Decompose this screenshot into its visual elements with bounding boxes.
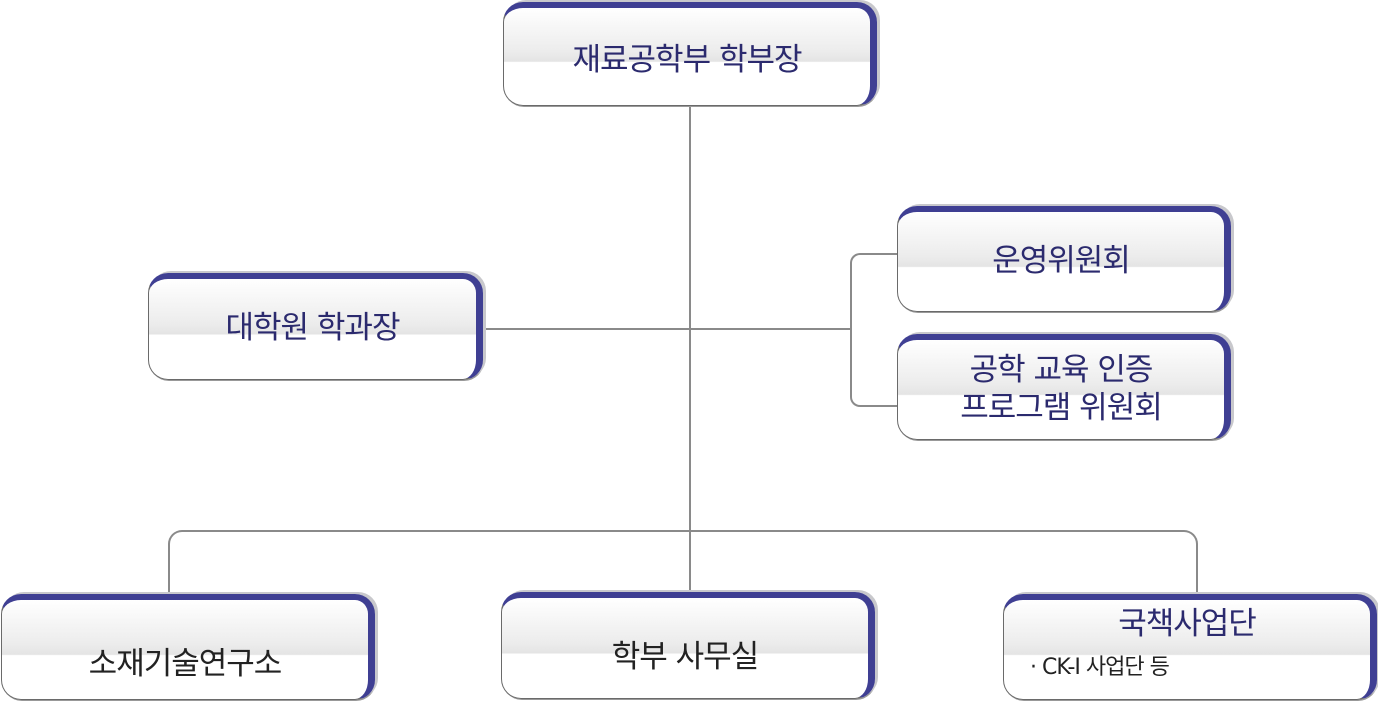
connector-bottom-bracket: [168, 530, 1198, 602]
accreditation-committee-label-line2: 프로그램 위원회: [960, 389, 1162, 426]
connector-head-vertical: [689, 104, 691, 594]
national-project-box[interactable]: 국책사업단 · CK-Ⅰ 사업단 등: [1003, 594, 1377, 700]
connector-middle-horizontal: [480, 328, 852, 330]
graduate-chair-box[interactable]: 대학원 학과장: [148, 273, 483, 380]
head-label: 재료공학부 학부장: [572, 41, 802, 78]
graduate-chair-label: 대학원 학과장: [225, 310, 401, 347]
head-box[interactable]: 재료공학부 학부장: [503, 2, 877, 106]
office-box[interactable]: 학부 사무실: [501, 592, 875, 699]
connector-committee-bracket: [850, 253, 912, 407]
office-label: 학부 사무실: [611, 639, 759, 676]
accreditation-committee-label-line1: 공학 교육 인증: [969, 352, 1154, 389]
accreditation-committee-box[interactable]: 공학 교육 인증 프로그램 위원회: [897, 334, 1231, 440]
operating-committee-box[interactable]: 운영위원회: [897, 206, 1231, 312]
institute-box[interactable]: 소재기술연구소: [1, 594, 375, 700]
institute-label: 소재기술연구소: [88, 645, 283, 682]
operating-committee-label: 운영위원회: [992, 242, 1131, 279]
national-project-note: · CK-Ⅰ 사업단 등: [1030, 655, 1170, 681]
national-project-label: 국책사업단: [1118, 606, 1257, 642]
